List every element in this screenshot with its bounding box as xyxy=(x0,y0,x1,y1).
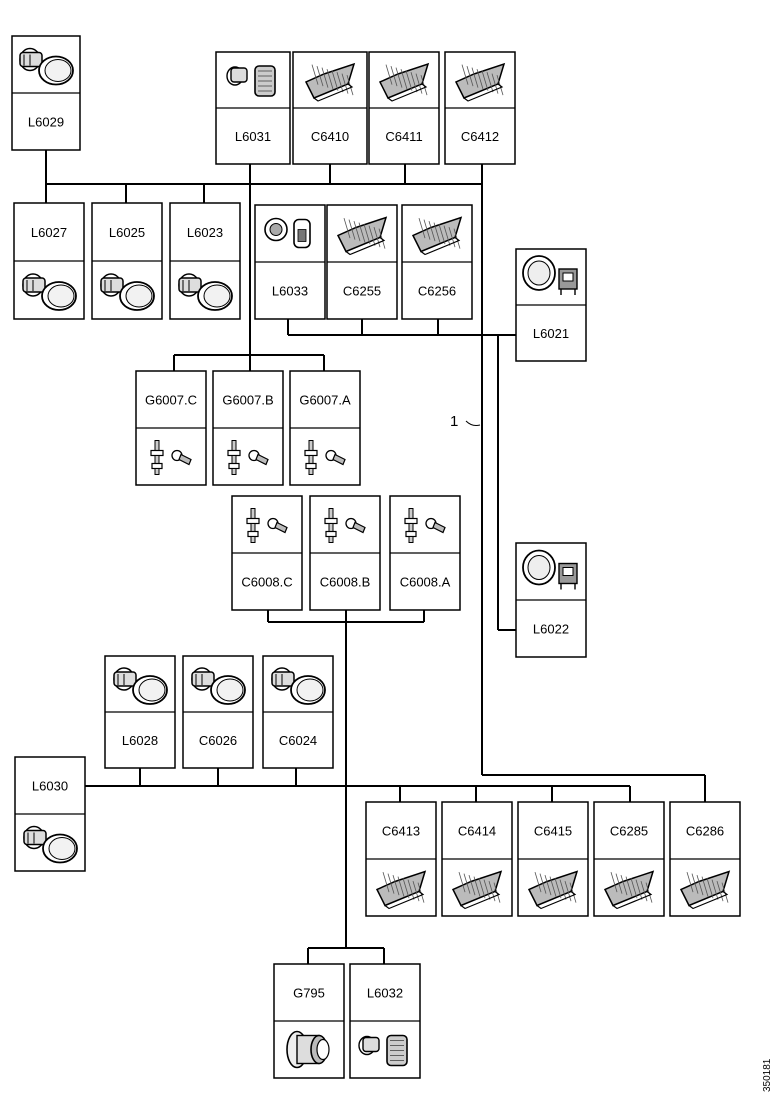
component-c6413: C6413 xyxy=(365,801,437,917)
component-label: C6286 xyxy=(686,824,724,839)
component-label: C6285 xyxy=(610,824,648,839)
component-label: L6028 xyxy=(122,733,158,748)
component-l6027: L6027 xyxy=(13,202,85,320)
component-l6031: L6031 xyxy=(215,51,291,165)
component-g6007b: G6007.B xyxy=(212,370,284,486)
component-c6412: C6412 xyxy=(444,51,516,165)
flat-connector-icon xyxy=(527,870,579,910)
component-label: C6415 xyxy=(534,824,572,839)
component-label: C6008.B xyxy=(320,575,371,590)
component-label: L6029 xyxy=(28,115,64,130)
bulb-socket-icon xyxy=(100,273,155,311)
component-label: C6410 xyxy=(311,129,349,144)
flat-connector-icon xyxy=(451,870,503,910)
component-label: G6007.C xyxy=(145,393,197,408)
flat-connector-icon xyxy=(304,62,356,102)
flat-connector-icon xyxy=(679,870,731,910)
flat-connector-icon xyxy=(378,62,430,102)
component-label: C6008.C xyxy=(241,575,292,590)
component-c6410: C6410 xyxy=(292,51,368,165)
component-c6256: C6256 xyxy=(401,204,473,320)
harness-wires xyxy=(45,150,706,964)
component-c6026: C6026 xyxy=(182,655,254,769)
component-label: L6030 xyxy=(32,779,68,794)
component-l6022: L6022 xyxy=(515,542,587,658)
component-label: C6024 xyxy=(279,733,317,748)
bulb-socket-icon xyxy=(191,667,246,705)
component-l6028: L6028 xyxy=(104,655,176,769)
lamp-connector-icon xyxy=(264,217,311,249)
component-l6032: L6032 xyxy=(349,963,421,1079)
component-c6414: C6414 xyxy=(441,801,513,917)
component-label: G6007.A xyxy=(299,393,351,408)
component-label: L6027 xyxy=(31,225,67,240)
component-label: C6026 xyxy=(199,733,237,748)
component-label: L6023 xyxy=(187,225,223,240)
component-label: L6022 xyxy=(533,622,569,637)
lamp-clip-icon xyxy=(522,255,578,295)
component-label: G6007.B xyxy=(222,393,273,408)
component-c6008c: C6008.C xyxy=(231,495,303,611)
flat-connector-icon xyxy=(454,62,506,102)
component-c6255: C6255 xyxy=(326,204,398,320)
component-label: C6414 xyxy=(458,824,496,839)
ground-stud-eyelet-icon xyxy=(150,440,192,475)
component-label: L6021 xyxy=(533,326,569,341)
ground-stud-eyelet-icon xyxy=(246,508,288,543)
component-c6008a: C6008.A xyxy=(389,495,461,611)
figure-id: 350181 xyxy=(762,1058,773,1092)
bulb-socket-icon xyxy=(113,667,168,705)
ground-stud-eyelet-icon xyxy=(227,440,269,475)
grommet-icon xyxy=(286,1030,330,1069)
bulb-holder-connector-icon xyxy=(358,1034,408,1067)
component-c6024: C6024 xyxy=(262,655,334,769)
component-label: G795 xyxy=(293,986,325,1001)
bulb-holder-connector-icon xyxy=(226,65,276,97)
component-l6023: L6023 xyxy=(169,202,241,320)
component-label: L6033 xyxy=(272,284,308,299)
component-g6007c: G6007.C xyxy=(135,370,207,486)
flat-connector-icon xyxy=(336,216,388,256)
component-label: C6256 xyxy=(418,284,456,299)
component-c6008b: C6008.B xyxy=(309,495,381,611)
component-c6286: C6286 xyxy=(669,801,741,917)
lamp-clip-icon xyxy=(522,549,578,590)
component-label: C6008.A xyxy=(400,575,451,590)
component-l6030: L6030 xyxy=(14,756,86,872)
bulb-socket-icon xyxy=(22,273,77,311)
component-label: C6412 xyxy=(461,129,499,144)
component-label: L6025 xyxy=(109,225,145,240)
bulb-socket-icon xyxy=(271,667,326,705)
component-l6021: L6021 xyxy=(515,248,587,362)
component-g795: G795 xyxy=(273,963,345,1079)
component-l6025: L6025 xyxy=(91,202,163,320)
component-c6285: C6285 xyxy=(593,801,665,917)
component-label: C6413 xyxy=(382,824,420,839)
bulb-socket-icon xyxy=(178,273,233,311)
ground-stud-eyelet-icon xyxy=(324,508,366,543)
callout-leader xyxy=(465,420,481,426)
component-label: L6032 xyxy=(367,986,403,1001)
component-c6415: C6415 xyxy=(517,801,589,917)
component-l6029: L6029 xyxy=(11,35,81,151)
flat-connector-icon xyxy=(411,216,463,256)
component-c6411: C6411 xyxy=(368,51,440,165)
callout-label: 1 xyxy=(450,413,458,430)
component-g6007a: G6007.A xyxy=(289,370,361,486)
bulb-socket-icon xyxy=(19,47,74,86)
component-label: L6031 xyxy=(235,129,271,144)
component-label: C6411 xyxy=(385,129,422,144)
ground-stud-eyelet-icon xyxy=(404,508,446,543)
flat-connector-icon xyxy=(603,870,655,910)
flat-connector-icon xyxy=(375,870,427,910)
component-label: C6255 xyxy=(343,284,381,299)
component-l6033: L6033 xyxy=(254,204,326,320)
ground-stud-eyelet-icon xyxy=(304,440,346,475)
bulb-socket-icon xyxy=(23,825,78,864)
